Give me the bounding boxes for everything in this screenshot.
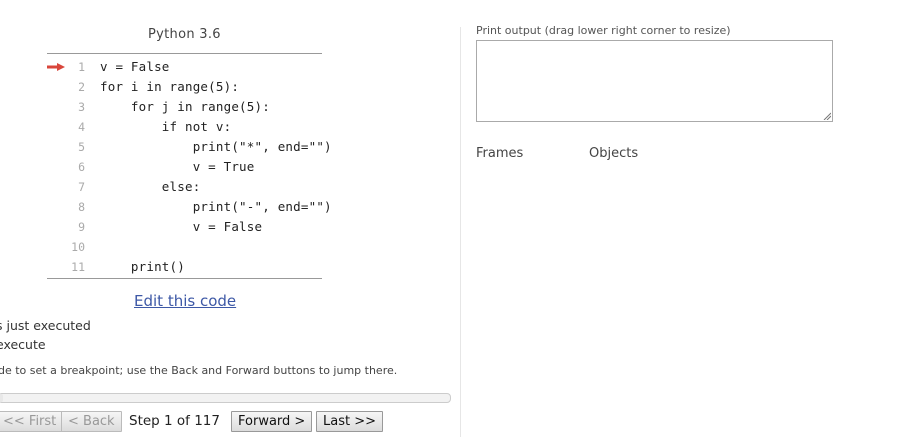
line-code: else:: [100, 179, 201, 194]
objects-label: Objects: [589, 146, 639, 161]
back-button[interactable]: < Back: [61, 411, 122, 432]
line-code: v = True: [100, 159, 255, 174]
last-button[interactable]: Last >>: [316, 411, 383, 432]
frames-label: Frames: [476, 146, 524, 161]
line-number[interactable]: 5: [78, 140, 85, 154]
edit-code-link[interactable]: Edit this code: [134, 292, 237, 310]
legend-just-executed: s just executed: [0, 318, 91, 333]
code-line[interactable]: 5 print("*", end=""): [47, 137, 332, 157]
line-number[interactable]: 8: [78, 200, 85, 214]
line-code: print("-", end=""): [100, 199, 332, 214]
code-line[interactable]: 4 if not v:: [47, 117, 322, 137]
line-number[interactable]: 4: [78, 120, 85, 134]
line-code: for j in range(5):: [100, 99, 270, 114]
line-code: print(): [100, 259, 185, 274]
line-number[interactable]: 11: [71, 260, 85, 274]
print-output-label: Print output (drag lower right corner to…: [476, 24, 731, 37]
code-line[interactable]: 9 v = False: [47, 217, 322, 237]
step-counter: Step 1 of 117: [129, 413, 220, 429]
line-number[interactable]: 10: [71, 240, 85, 254]
code-line[interactable]: 10: [47, 237, 322, 257]
first-button[interactable]: << First: [0, 411, 64, 432]
slider-progress: [0, 394, 3, 402]
line-number[interactable]: 2: [78, 80, 85, 94]
panel-divider: [460, 27, 461, 437]
print-output-area[interactable]: [476, 40, 833, 122]
code-line[interactable]: 2 for i in range(5):: [47, 77, 322, 97]
line-number[interactable]: 3: [78, 100, 85, 114]
legend-next-execute: execute: [0, 337, 46, 352]
line-number[interactable]: 7: [78, 180, 85, 194]
line-number[interactable]: 9: [78, 220, 85, 234]
line-code: v = False: [100, 59, 170, 74]
line-code: for i in range(5):: [100, 79, 240, 94]
code-line[interactable]: 8 print("-", end=""): [47, 197, 332, 217]
code-display: 1 v = False 2 for i in range(5): 3 for j…: [47, 53, 332, 279]
code-line[interactable]: 1 v = False: [47, 57, 322, 77]
breakpoint-hint: de to set a breakpoint; use the Back and…: [0, 364, 398, 377]
current-line-arrow-icon: [47, 63, 65, 71]
forward-button[interactable]: Forward >: [231, 411, 313, 432]
line-code: print("*", end=""): [100, 139, 332, 154]
line-code: if not v:: [100, 119, 232, 134]
line-code: v = False: [100, 219, 263, 234]
code-line[interactable]: 6 v = True: [47, 157, 322, 177]
code-line[interactable]: 7 else:: [47, 177, 322, 197]
execution-slider[interactable]: [0, 393, 451, 403]
code-line[interactable]: 3 for j in range(5):: [47, 97, 322, 117]
code-line[interactable]: 11 print(): [47, 257, 322, 277]
resize-grip-icon[interactable]: [823, 112, 831, 120]
line-number[interactable]: 6: [78, 160, 85, 174]
language-title: Python 3.6: [148, 27, 221, 42]
line-number[interactable]: 1: [78, 60, 85, 74]
